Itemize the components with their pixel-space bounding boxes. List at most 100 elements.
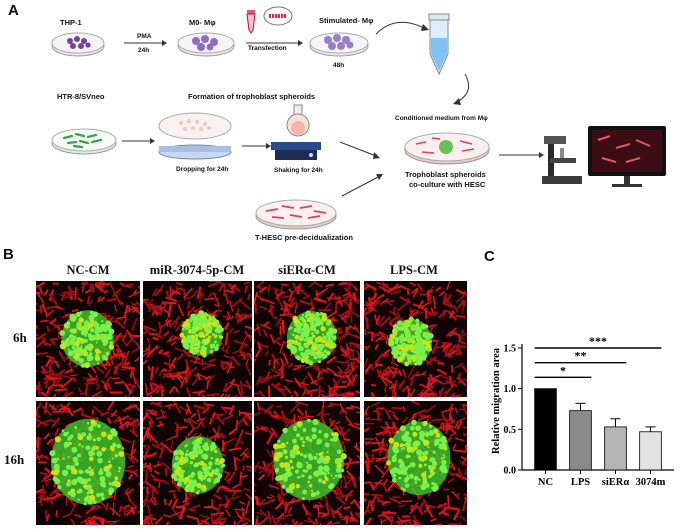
spheroid-cell: [393, 324, 399, 330]
cell-streak: [128, 384, 137, 387]
spheroid-cell: [279, 462, 285, 468]
spheroid-cell: [424, 478, 428, 482]
cell-streak: [147, 338, 149, 343]
spheroid-cell: [84, 481, 87, 484]
cell-streak: [370, 481, 374, 490]
spheroid-cell: [73, 355, 76, 358]
cell-streak: [311, 394, 312, 397]
cell-streak: [320, 523, 322, 525]
spheroid-cell: [67, 456, 69, 458]
spheroid-cell: [185, 453, 189, 457]
cell-streak: [294, 521, 297, 525]
spheroid-cell: [80, 346, 82, 348]
spheroid-cell: [307, 481, 310, 484]
cell-streak: [85, 520, 88, 525]
spheroid-cell: [441, 457, 443, 459]
spheroid-cell: [101, 320, 103, 322]
spheroid-cell: [101, 497, 104, 500]
cell-streak: [259, 475, 265, 480]
spheroid-cell: [410, 426, 415, 431]
cell-streak: [143, 300, 149, 301]
cell-streak: [203, 524, 207, 525]
spheroid-cell: [49, 450, 55, 456]
spheroid-cell: [77, 454, 81, 458]
cell-streak: [170, 286, 171, 298]
spheroid-cell: [421, 324, 427, 330]
cell-streak: [47, 356, 55, 359]
cell-streak: [226, 509, 231, 516]
spheroid-cell: [298, 423, 301, 426]
cell-streak: [83, 415, 96, 419]
cell-streak: [228, 497, 239, 500]
spheroid-cell: [310, 350, 316, 356]
cell-streak: [85, 290, 91, 293]
cell-streak: [202, 422, 204, 427]
cell-streak: [174, 494, 175, 499]
cell-streak: [164, 331, 169, 336]
cell-streak: [282, 392, 286, 397]
cell-streak: [204, 298, 214, 299]
spheroid-cell: [177, 482, 182, 487]
cell-streak: [236, 420, 237, 429]
cell-streak: [256, 282, 264, 287]
spheroid-cell: [79, 311, 82, 314]
cell-streak: [257, 496, 258, 505]
spheroid-cell: [401, 435, 407, 441]
spheroid-cell: [216, 344, 219, 347]
microscope-computer-icon: [540, 118, 680, 194]
cell-streak: [269, 360, 270, 365]
curved-arrow-icon: [372, 10, 432, 40]
spheroid-cell: [95, 326, 101, 332]
spheroid-cell: [85, 326, 88, 329]
spheroid-cell: [286, 466, 289, 469]
cell-streak: [463, 435, 467, 436]
cell-streak: [264, 322, 269, 326]
spheroid-cell: [280, 443, 286, 449]
cell-streak: [114, 491, 116, 500]
spheroid-cell: [404, 467, 408, 471]
spheroid-cell: [281, 485, 285, 489]
arrow-right-icon: [120, 136, 156, 146]
spheroid-cell: [285, 456, 288, 459]
cell-streak: [308, 372, 314, 383]
spheroid-cell: [68, 350, 74, 356]
cell-streak: [88, 296, 90, 304]
spheroid-cell: [214, 346, 219, 351]
cell-streak: [235, 458, 236, 471]
spheroid-cell: [93, 438, 96, 441]
cell-streak: [328, 311, 337, 317]
cell-streak: [354, 292, 356, 301]
spheroid-cell: [68, 348, 70, 350]
cell-streak: [346, 516, 347, 524]
cell-streak: [113, 333, 121, 343]
spheroid-cell: [418, 478, 421, 481]
cell-streak: [166, 467, 167, 476]
spheroid-cell: [341, 469, 345, 473]
spheroid-cell: [77, 433, 80, 436]
spheroid-cell: [410, 462, 415, 467]
cell-streak: [371, 392, 375, 397]
cell-streak: [387, 482, 394, 490]
cell-streak: [455, 408, 457, 413]
spheroid-cell: [218, 335, 220, 337]
cell-streak: [267, 433, 273, 444]
spheroid-cell: [302, 444, 305, 447]
spheroid-cell: [318, 346, 323, 351]
spheroid-cell: [288, 328, 290, 330]
spheroid-cell: [118, 467, 121, 470]
cell-streak: [138, 512, 140, 515]
spheroid-cell: [106, 352, 110, 356]
spheroid-cell: [312, 494, 315, 497]
cell-streak: [281, 359, 284, 366]
spheroid-cell: [414, 441, 420, 447]
spheroid-cell: [310, 327, 312, 329]
cell-streak: [435, 391, 439, 397]
cell-streak: [430, 328, 432, 333]
spheroid-cell: [333, 477, 335, 479]
spheroid-cell: [109, 482, 112, 485]
cell-streak: [435, 419, 447, 420]
cell-streak: [124, 416, 137, 421]
cell-streak: [451, 491, 459, 499]
spheroid-cell: [195, 327, 200, 332]
spheroid-cell: [302, 319, 307, 324]
